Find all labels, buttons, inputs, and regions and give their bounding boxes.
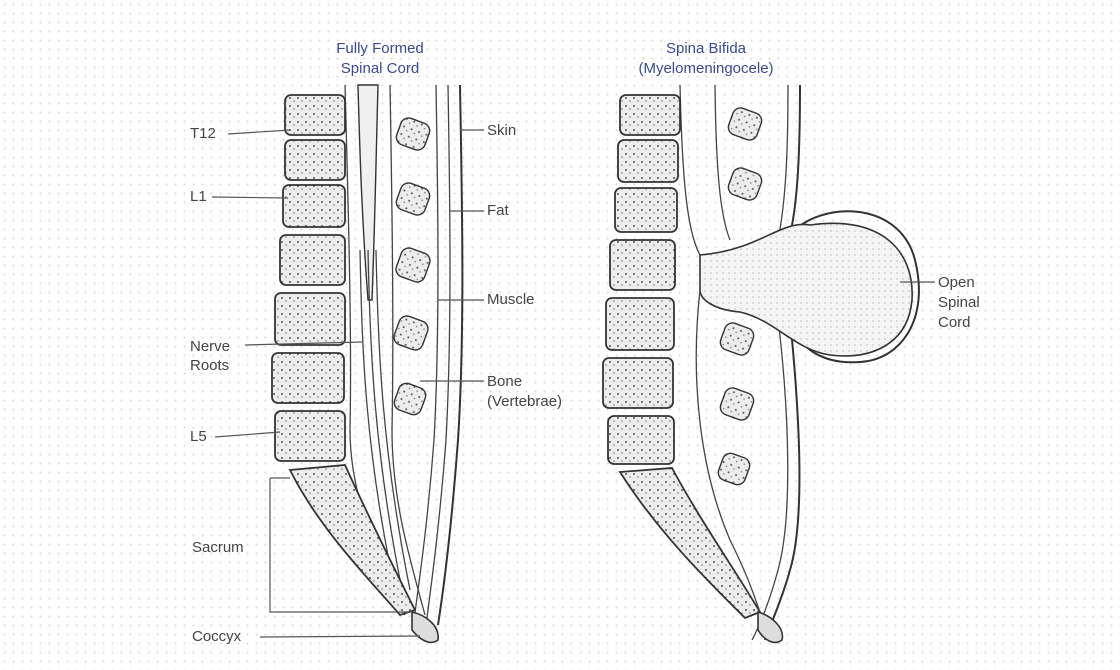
- left-fat-line: [426, 85, 450, 625]
- vertebra-body: [618, 140, 678, 182]
- vertebra-body: [606, 298, 674, 350]
- leader-coccyx: [260, 636, 420, 637]
- right-sacrum-bone: [620, 468, 760, 618]
- right-title-line2: (Myelomeningocele): [638, 60, 773, 77]
- vertebra-body: [610, 240, 675, 290]
- leader-l5: [215, 432, 280, 437]
- vertebra-body: [620, 95, 680, 135]
- label-bone-line2: (Vertebrae): [487, 393, 562, 410]
- leader-t12: [228, 130, 290, 134]
- right-skin-outline: [765, 85, 919, 640]
- vertebra-body: [608, 416, 674, 464]
- vertebra-body: [272, 353, 344, 403]
- spinous-process: [392, 381, 428, 417]
- spinous-process: [716, 451, 752, 487]
- vertebra-body: [603, 358, 673, 408]
- label-open-line1: Open: [938, 274, 975, 291]
- spinous-process: [394, 181, 432, 218]
- right-coccyx-bone: [758, 612, 782, 642]
- vertebra-body: [275, 293, 345, 345]
- label-skin: Skin: [487, 122, 516, 139]
- label-sacrum: Sacrum: [192, 539, 244, 556]
- label-muscle: Muscle: [487, 291, 535, 308]
- coccyx-bone: [412, 612, 438, 642]
- label-l5: L5: [190, 428, 207, 445]
- spinous-process: [394, 116, 432, 153]
- right-canal-front-upper: [680, 85, 700, 255]
- vertebra-body: [285, 95, 345, 135]
- label-coccyx: Coccyx: [192, 628, 242, 645]
- spinous-process: [718, 321, 756, 358]
- spinous-process: [718, 386, 756, 423]
- left-title-line1: Fully Formed: [336, 40, 424, 57]
- label-t12: T12: [190, 125, 216, 142]
- vertebra-body: [285, 140, 345, 180]
- left-spine-illustration: [270, 85, 462, 642]
- left-muscle-line: [414, 85, 438, 620]
- spinous-process: [394, 246, 432, 284]
- vertebra-body: [283, 185, 345, 227]
- leader-l1: [212, 197, 288, 198]
- left-title-line2: Spinal Cord: [341, 60, 419, 77]
- left-canal-back: [390, 85, 425, 615]
- vertebra-body: [275, 411, 345, 461]
- vertebra-body: [615, 188, 677, 232]
- label-nerve-roots-line1: Nerve: [190, 338, 230, 355]
- label-nerve-roots-line2: Roots: [190, 357, 229, 374]
- right-spine-illustration: [603, 85, 919, 642]
- left-skin-outline: [438, 85, 462, 625]
- right-title-line1: Spina Bifida: [666, 40, 747, 57]
- right-canal-back-upper: [715, 85, 730, 240]
- right-inner-outline: [752, 85, 788, 640]
- spinous-process: [726, 166, 764, 203]
- spinous-process: [726, 106, 764, 143]
- vertebra-body: [280, 235, 345, 285]
- label-open-line3: Cord: [938, 314, 971, 331]
- spinous-process: [392, 314, 430, 352]
- label-fat: Fat: [487, 202, 510, 219]
- label-bone-line1: Bone: [487, 373, 522, 390]
- label-l1: L1: [190, 188, 207, 205]
- label-open-line2: Spinal: [938, 294, 980, 311]
